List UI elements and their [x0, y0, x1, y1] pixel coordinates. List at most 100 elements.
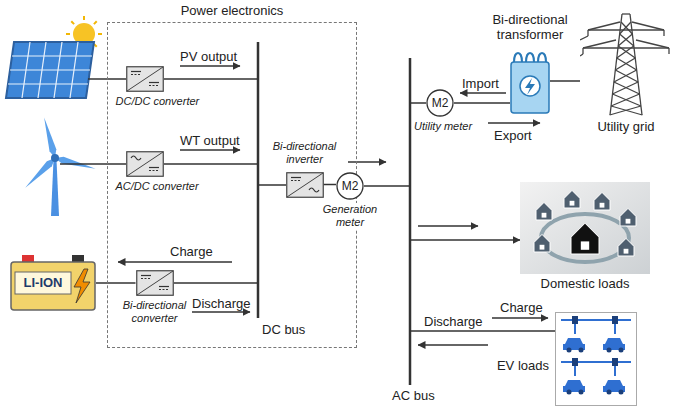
- car-wheel: [567, 390, 572, 395]
- flow-label: Export: [494, 128, 532, 143]
- house-icon: [618, 238, 634, 256]
- car-wheel: [567, 348, 572, 353]
- car-wheel: [579, 390, 584, 395]
- conv-node: DC/DC converter: [116, 66, 216, 108]
- tower-arm: [588, 29, 664, 30]
- flow-arrow: [118, 261, 232, 262]
- turbine-blade: [41, 117, 59, 159]
- house-window: [581, 241, 589, 249]
- transformer-coil: [514, 53, 522, 62]
- wind-turbine-icon: [23, 117, 97, 216]
- battery-label: LI-ION: [15, 275, 71, 290]
- converter-symbol: [126, 151, 164, 177]
- ev-node: EV loads: [555, 312, 637, 406]
- tower-strut: [583, 40, 616, 48]
- house-window: [570, 201, 575, 206]
- main-house-icon: [571, 223, 599, 254]
- tower-strut: [612, 82, 638, 94]
- flow-arrow: [348, 161, 386, 162]
- house-window: [540, 245, 545, 250]
- tower-strut: [620, 34, 634, 46]
- meter-id: M2: [426, 95, 454, 111]
- converter-symbol: [126, 66, 164, 92]
- ev-label: EV loads: [497, 358, 549, 373]
- flow-label: Charge: [170, 244, 213, 259]
- converter-diagonal: [127, 67, 163, 91]
- conv-node: Bi-directional inverter: [263, 140, 347, 198]
- grid-label: Utility grid: [597, 119, 654, 134]
- domestic-loads-icon: [520, 182, 650, 274]
- transmission-tower-icon: [580, 8, 672, 116]
- car-wheel: [607, 390, 612, 395]
- dc-symbol: [149, 81, 159, 82]
- meter-node: M2Generation meter: [320, 172, 380, 229]
- flow-label: PV output: [180, 49, 237, 64]
- insulator: [587, 30, 588, 36]
- transformer-icon: [510, 48, 550, 114]
- domestic-label: Domestic loads: [541, 276, 630, 291]
- pv-grid-line: [12, 55, 92, 56]
- converter-symbol: [136, 270, 174, 296]
- tower-strut: [632, 22, 664, 30]
- dc-symbol: [149, 166, 159, 167]
- meter-circle: M2: [426, 89, 454, 117]
- meter-label: Generation meter: [320, 203, 380, 229]
- charger-head: [572, 316, 578, 324]
- charger-rail: [561, 319, 631, 321]
- battery-body: [11, 262, 95, 310]
- house-icon: [534, 234, 550, 252]
- sun-ray: [71, 21, 74, 24]
- lightning-symbol: [525, 78, 535, 95]
- transformer-coil: [526, 53, 534, 62]
- converter-box: [286, 172, 323, 197]
- connector-line: [96, 282, 136, 284]
- transformer-coil: [538, 53, 546, 62]
- flow-arrow: [192, 311, 250, 312]
- wire: [410, 239, 520, 241]
- tower-strut: [614, 70, 637, 82]
- converter-diagonal: [127, 152, 163, 176]
- pv-panel: [6, 42, 94, 98]
- flow-label: WT output: [180, 133, 240, 148]
- car-wheel: [579, 348, 584, 353]
- ac-bus-line: [409, 58, 412, 385]
- domestic-node: Domestic loads: [520, 182, 650, 291]
- converter-diagonal: [287, 173, 323, 197]
- flow-label: Import: [462, 76, 499, 91]
- meter-ring: [337, 173, 363, 199]
- tower-strut: [617, 58, 637, 70]
- dc-symbol: [141, 277, 151, 278]
- charger-head: [612, 316, 618, 324]
- dc-symbol: [149, 84, 159, 85]
- converter-label: DC/DC converter: [116, 95, 200, 108]
- tower-strut: [636, 40, 669, 48]
- grid-node: Utility grid: [580, 8, 672, 134]
- house-icon: [536, 202, 552, 220]
- wire: [364, 185, 410, 187]
- meter-ring: [427, 90, 453, 116]
- house-icon: [564, 190, 580, 208]
- battery-plate: [15, 272, 71, 294]
- battery-node: LI-ION: [10, 255, 96, 311]
- ev-loads-icon: [555, 312, 637, 406]
- car-wheel: [619, 348, 624, 353]
- tower-strut: [620, 22, 631, 34]
- connector-line: [550, 80, 580, 82]
- dc-symbol: [291, 179, 301, 180]
- charger-rail: [561, 361, 631, 363]
- dc-symbol: [291, 176, 301, 177]
- converter-label: Bi-directional inverter: [263, 140, 347, 166]
- connector-line: [454, 102, 510, 104]
- tower-strut: [610, 106, 641, 115]
- pv-grid-line: [8, 83, 88, 84]
- flow-arrow: [180, 65, 240, 66]
- insulator: [582, 48, 583, 54]
- tower-strut: [618, 34, 632, 46]
- house-icon: [620, 208, 636, 226]
- converter-symbol: [286, 172, 324, 198]
- sun-ray: [94, 21, 97, 24]
- car-wheel: [607, 348, 612, 353]
- converter-box: [126, 151, 163, 176]
- converter-label: Bi-directional converter: [120, 299, 190, 325]
- flow-arrow: [488, 122, 540, 123]
